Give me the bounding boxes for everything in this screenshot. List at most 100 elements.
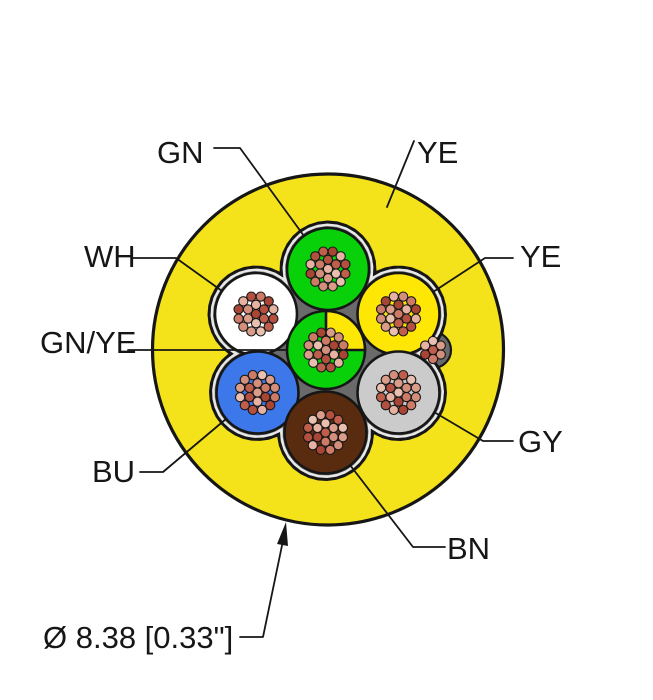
copper-strand bbox=[388, 404, 399, 416]
copper-strand bbox=[265, 400, 276, 411]
copper-strand bbox=[435, 349, 446, 360]
copper-strand-bundle-gn-ye bbox=[303, 327, 349, 373]
copper-strand bbox=[305, 268, 316, 279]
label-wh: WH bbox=[84, 239, 136, 274]
copper-strand bbox=[410, 392, 422, 403]
label-gy: GY bbox=[518, 424, 563, 459]
copper-strand bbox=[393, 396, 404, 407]
copper-strand bbox=[333, 440, 344, 451]
copper-strand bbox=[247, 369, 258, 381]
copper-strand bbox=[318, 246, 329, 257]
copper-strand bbox=[268, 304, 279, 315]
copper-strand bbox=[340, 259, 351, 270]
leader-ye-wire bbox=[432, 257, 514, 293]
copper-strand-layer bbox=[233, 246, 446, 456]
copper-strand bbox=[322, 254, 334, 265]
copper-strand bbox=[388, 326, 399, 337]
copper-strand bbox=[337, 422, 349, 433]
copper-strand bbox=[333, 414, 344, 425]
copper-strand bbox=[250, 318, 262, 329]
copper-strand bbox=[380, 296, 391, 307]
label-bu: BU bbox=[92, 454, 135, 489]
copper-strand bbox=[406, 296, 417, 307]
copper-strand bbox=[340, 268, 351, 279]
copper-strand bbox=[337, 432, 349, 443]
diameter-arrowhead bbox=[277, 522, 288, 546]
copper-strand bbox=[315, 444, 326, 456]
copper-strand bbox=[310, 251, 321, 262]
copper-strand bbox=[315, 409, 326, 421]
copper-strand-bundle-gy bbox=[375, 369, 422, 416]
copper-strand bbox=[320, 335, 332, 346]
copper-strand bbox=[263, 296, 274, 307]
copper-strand bbox=[252, 396, 263, 407]
copper-strand bbox=[263, 321, 274, 332]
copper-strand bbox=[380, 321, 391, 332]
drain-wire-strands bbox=[420, 335, 446, 365]
copper-strand bbox=[305, 259, 316, 270]
copper-strand bbox=[406, 321, 417, 332]
copper-strand bbox=[322, 273, 334, 284]
label-diameter: Ø 8.38 [0.33"] bbox=[43, 620, 233, 655]
copper-strand-bundle-bn bbox=[302, 409, 349, 456]
copper-strand bbox=[325, 444, 336, 456]
copper-strand bbox=[325, 362, 336, 373]
copper-strand bbox=[316, 362, 327, 373]
copper-strand bbox=[427, 353, 439, 365]
copper-strand-bundle-wh bbox=[233, 291, 279, 337]
copper-strand bbox=[302, 422, 314, 433]
copper-strand bbox=[375, 313, 387, 324]
copper-strand bbox=[388, 369, 399, 381]
copper-strand bbox=[302, 432, 314, 443]
labels: GN YE WH YE GN/YE BU GY BN Ø 8.38 [0.33"… bbox=[40, 135, 563, 655]
copper-strand bbox=[398, 326, 409, 337]
copper-strand bbox=[375, 304, 387, 315]
leader-ye-jacket bbox=[386, 140, 415, 208]
copper-strand bbox=[303, 340, 314, 351]
copper-strand bbox=[327, 281, 338, 292]
copper-strand bbox=[375, 382, 387, 393]
copper-strand bbox=[427, 335, 439, 347]
copper-strand bbox=[410, 382, 422, 393]
copper-strand bbox=[233, 304, 244, 315]
copper-strand bbox=[247, 404, 258, 416]
leader-bu bbox=[139, 418, 227, 473]
leader-bn bbox=[349, 464, 446, 548]
copper-strand bbox=[335, 251, 346, 262]
copper-strand bbox=[268, 313, 279, 324]
copper-strand bbox=[435, 340, 446, 351]
copper-strand bbox=[318, 281, 329, 292]
copper-strand bbox=[410, 304, 422, 315]
copper-strand bbox=[238, 321, 249, 332]
copper-strand bbox=[398, 404, 409, 416]
copper-strand bbox=[307, 440, 318, 451]
leader-gn bbox=[213, 147, 305, 237]
copper-strand bbox=[233, 313, 244, 324]
leader-gy bbox=[433, 411, 514, 442]
copper-strand bbox=[246, 326, 257, 337]
leader-lines bbox=[127, 140, 514, 638]
copper-strand bbox=[310, 276, 321, 287]
copper-strand bbox=[333, 357, 344, 368]
copper-strand bbox=[320, 436, 331, 447]
copper-strand bbox=[252, 378, 263, 389]
copper-strand bbox=[250, 299, 262, 310]
copper-strand bbox=[255, 326, 266, 337]
copper-strand bbox=[406, 374, 417, 385]
copper-strand bbox=[320, 418, 331, 429]
copper-strand bbox=[335, 276, 346, 287]
label-ye-jacket: YE bbox=[417, 135, 458, 170]
copper-strand bbox=[388, 291, 399, 302]
copper-strand bbox=[338, 349, 349, 360]
copper-strand bbox=[333, 332, 344, 343]
copper-strand bbox=[246, 291, 257, 302]
copper-strand bbox=[234, 382, 246, 393]
copper-strand bbox=[320, 354, 332, 365]
copper-strand bbox=[393, 378, 404, 389]
copper-strand bbox=[239, 400, 250, 411]
copper-strand bbox=[380, 374, 391, 385]
copper-strand bbox=[338, 340, 349, 351]
label-bn: BN bbox=[447, 531, 490, 566]
label-gnye: GN/YE bbox=[40, 325, 136, 360]
